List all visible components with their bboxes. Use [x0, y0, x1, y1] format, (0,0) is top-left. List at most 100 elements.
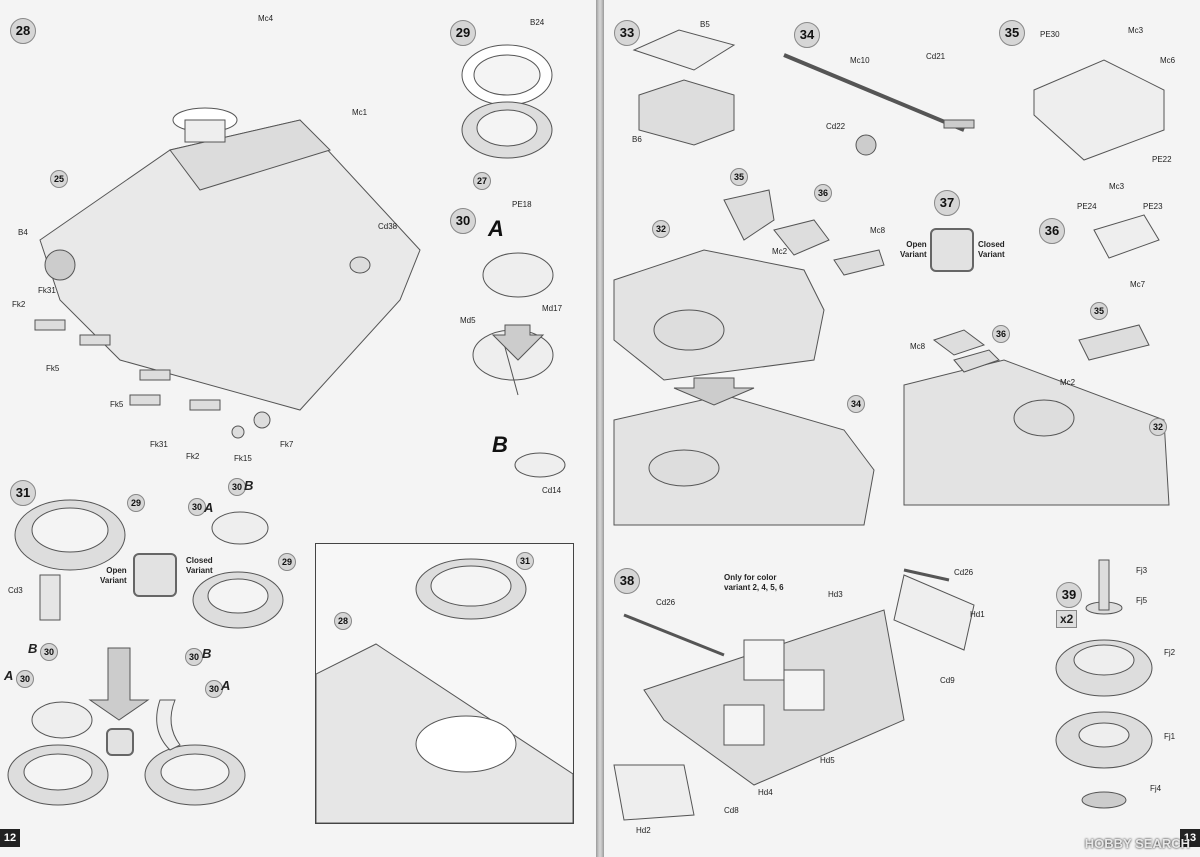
- step-34-badge: 34: [794, 22, 820, 48]
- instruction-page-right: 33 34 35 37 36 38 39 35 36 32 34 36 35 3…: [604, 0, 1200, 857]
- step-30-badge: 30: [450, 208, 476, 234]
- step-32-inset: 31 28: [315, 543, 574, 824]
- part-fj2: Fj2: [1164, 648, 1176, 657]
- part-hd5: Hd5: [820, 756, 835, 765]
- ref-36-badge-b: 36: [992, 325, 1010, 343]
- part-md17: Md17: [542, 304, 563, 313]
- closed-variant-label-right: Closed Variant: [978, 240, 1005, 259]
- step-29-badge: 29: [450, 20, 476, 46]
- part-pe24: PE24: [1077, 202, 1097, 211]
- part-mc6: Mc6: [1160, 56, 1176, 65]
- ref-31-badge: 31: [516, 552, 534, 570]
- part-fk2-b: Fk2: [186, 452, 200, 461]
- part-mc8: Mc8: [870, 226, 886, 235]
- part-fk15: Fk15: [234, 454, 252, 463]
- part-fj3: Fj3: [1136, 566, 1148, 575]
- part-cd21: Cd21: [926, 52, 946, 61]
- page-number-right: 13: [1180, 829, 1200, 847]
- step-38-badge: 38: [614, 568, 640, 594]
- left-page-drawings: [7, 44, 566, 806]
- part-cd26-b: Cd26: [954, 568, 974, 577]
- right-page-drawings: [613, 29, 1170, 821]
- part-cd38: Cd38: [378, 222, 398, 231]
- page-number-left: 12: [0, 829, 20, 847]
- ref-35-badge-b: 35: [1090, 302, 1108, 320]
- part-mc7: Mc7: [1130, 280, 1146, 289]
- open-closed-variant-icon-right: [930, 228, 974, 272]
- part-b24: B24: [530, 18, 545, 27]
- ref-30-badge-a: 30: [188, 498, 206, 516]
- part-hd4: Hd4: [758, 788, 773, 797]
- part-fk7: Fk7: [280, 440, 294, 449]
- part-mc3: Mc3: [1128, 26, 1144, 35]
- color-variant-note: Only for color variant 2, 4, 5, 6: [724, 573, 784, 592]
- part-hd3: Hd3: [828, 590, 843, 599]
- variant-toggle-icon: [106, 728, 134, 756]
- ref-30-badge-d: 30: [40, 643, 58, 661]
- part-cd14: Cd14: [542, 486, 562, 495]
- open-closed-variant-icon: [133, 553, 177, 597]
- book-gutter: [596, 0, 604, 857]
- ref-35-badge: 35: [730, 168, 748, 186]
- open-variant-label: Open Variant: [100, 566, 127, 585]
- part-fk2: Fk2: [12, 300, 26, 309]
- ref-30-badge-e: 30: [185, 648, 203, 666]
- part-hd1: Hd1: [970, 610, 985, 619]
- part-b4: B4: [18, 228, 28, 237]
- variant-b-small: B: [244, 478, 254, 493]
- part-mc2-b: Mc2: [1060, 378, 1076, 387]
- variant-b-small-2: B: [28, 641, 38, 656]
- step-35-badge: 35: [999, 20, 1025, 46]
- part-md5: Md5: [460, 316, 476, 325]
- ref-36-badge: 36: [814, 184, 832, 202]
- step-33-badge: 33: [614, 20, 640, 46]
- step-36-badge: 36: [1039, 218, 1065, 244]
- part-fk31: Fk31: [38, 286, 56, 295]
- part-b5: B5: [700, 20, 710, 29]
- ref-27-badge: 27: [473, 172, 491, 190]
- part-cd26: Cd26: [656, 598, 676, 607]
- part-cd3: Cd3: [8, 586, 23, 595]
- part-cd9: Cd9: [940, 676, 955, 685]
- ref-29-badge-b: 29: [278, 553, 296, 571]
- part-mc2: Mc2: [772, 247, 788, 256]
- part-fj5: Fj5: [1136, 596, 1148, 605]
- part-fk31-b: Fk31: [150, 440, 168, 449]
- part-mc10: Mc10: [850, 56, 870, 65]
- ref-28-badge: 28: [334, 612, 352, 630]
- variant-a-small-2: A: [4, 668, 14, 683]
- ref-34-badge: 34: [847, 395, 865, 413]
- part-cd22: Cd22: [826, 122, 846, 131]
- ref-30-badge-c: 30: [16, 670, 34, 688]
- part-fk5-b: Fk5: [110, 400, 124, 409]
- ref-32-badge: 32: [652, 220, 670, 238]
- part-pe30: PE30: [1040, 30, 1060, 39]
- ref-30-badge-f: 30: [205, 680, 223, 698]
- step-39-badge: 39: [1056, 582, 1082, 608]
- closed-variant-label: Closed Variant: [186, 556, 213, 575]
- part-cd8: Cd8: [724, 806, 739, 815]
- part-fj1: Fj1: [1164, 732, 1176, 741]
- part-fk5: Fk5: [46, 364, 60, 373]
- ref-25-badge: 25: [50, 170, 68, 188]
- part-fj4: Fj4: [1150, 784, 1162, 793]
- part-hd2: Hd2: [636, 826, 651, 835]
- instruction-page-left: 28 29 30 31 32 25 27 29 29 30 30 30 30 3…: [0, 0, 596, 857]
- step-37-badge: 37: [934, 190, 960, 216]
- step-31-badge: 31: [10, 480, 36, 506]
- variant-a-label: A: [488, 216, 504, 241]
- part-mc1: Mc1: [352, 108, 368, 117]
- part-b6: B6: [632, 135, 642, 144]
- part-pe18: PE18: [512, 200, 532, 209]
- variant-b-label: B: [492, 432, 508, 457]
- variant-b-small-3: B: [202, 646, 212, 661]
- step-28-badge: 28: [10, 18, 36, 44]
- ref-29-badge: 29: [127, 494, 145, 512]
- part-mc3-b: Mc3: [1109, 182, 1125, 191]
- part-mc4: Mc4: [258, 14, 274, 23]
- ref-30-badge-b: 30: [228, 478, 246, 496]
- variant-a-small: A: [204, 500, 214, 515]
- hobby-search-watermark: HOBBY SEARCH: [1084, 836, 1190, 851]
- variant-a-small-3: A: [221, 678, 231, 693]
- quantity-x2: x2: [1056, 610, 1078, 628]
